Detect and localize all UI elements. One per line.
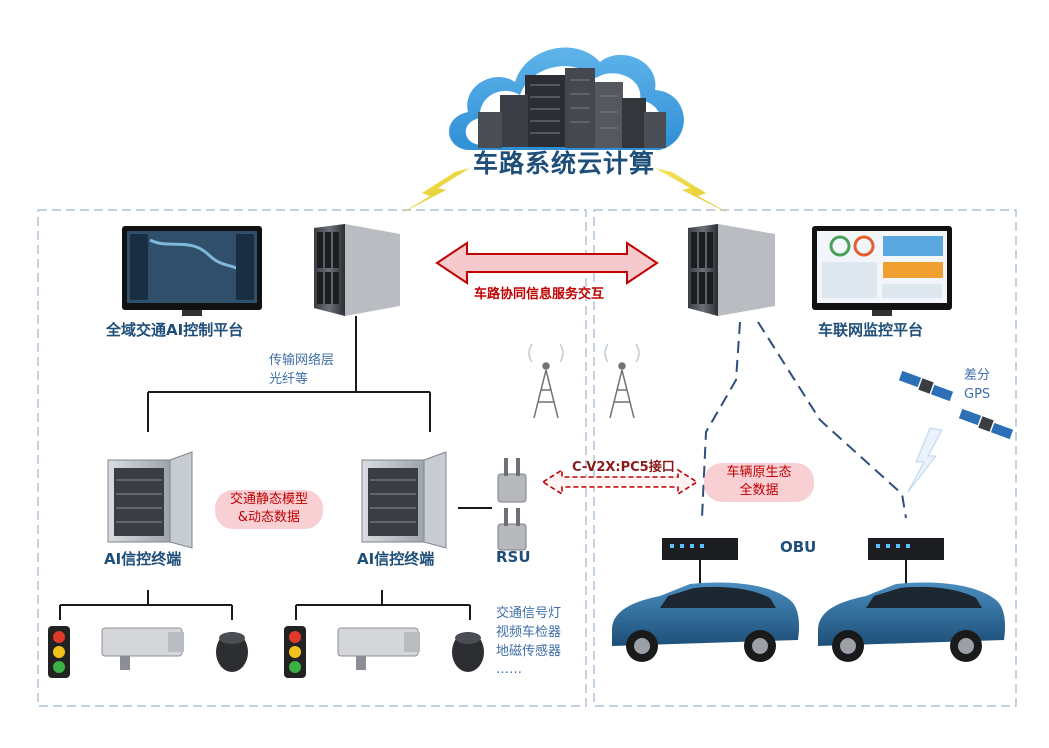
model-data-pill: 交通静态模型 &动态数据 bbox=[215, 490, 323, 529]
satellite-icon bbox=[898, 370, 954, 402]
terminal-label-1: AI信控终端 bbox=[104, 550, 182, 568]
magnetic-sensor-icon bbox=[452, 632, 484, 672]
vehicle-data-pill-line1: 车辆原生态 bbox=[726, 465, 792, 480]
lightning-icon bbox=[400, 168, 730, 214]
device-list-item: 地磁传感器 bbox=[496, 644, 562, 659]
lightning-icon bbox=[907, 427, 943, 493]
cabinet-icon bbox=[107, 451, 193, 549]
car-icon bbox=[818, 582, 1006, 662]
service-interaction-label: 车路协同信息服务交互 bbox=[474, 287, 605, 302]
right-zone-border bbox=[593, 209, 1017, 707]
network-layer-sub-label: 光纤等 bbox=[269, 372, 309, 387]
gps-label: 差分 bbox=[964, 368, 991, 383]
obu-label: OBU bbox=[780, 538, 817, 556]
model-data-pill-line2: &动态数据 bbox=[237, 510, 301, 525]
left-zone-border bbox=[37, 209, 587, 707]
rsu-label: RSU bbox=[496, 548, 531, 566]
device-list-item: 视频车检器 bbox=[496, 625, 562, 640]
cabinet-icon bbox=[361, 451, 447, 549]
car-icon bbox=[612, 582, 800, 662]
network-tree-lines bbox=[59, 316, 492, 620]
obu-device-icon bbox=[868, 538, 944, 584]
server-icon bbox=[688, 224, 775, 316]
network-layer-label: 传输网络层 bbox=[269, 353, 335, 368]
magnetic-sensor-icon bbox=[216, 632, 248, 672]
gps-sub-label: GPS bbox=[964, 387, 991, 402]
monitor-icon bbox=[812, 226, 952, 316]
pc5-double-arrow bbox=[541, 468, 699, 496]
vehicle-data-pill-line2: 全数据 bbox=[739, 483, 779, 498]
antenna-tower-icon bbox=[528, 343, 564, 419]
traffic-light-icon bbox=[284, 626, 306, 678]
terminal-label-2: AI信控终端 bbox=[357, 550, 435, 568]
right-platform-label: 车联网监控平台 bbox=[818, 321, 924, 339]
camera-icon bbox=[101, 627, 184, 670]
vehicle-data-pill: 车辆原生态 全数据 bbox=[704, 463, 814, 502]
service-double-arrow bbox=[435, 241, 659, 285]
camera-icon bbox=[337, 627, 420, 670]
left-platform-label: 全域交通AI控制平台 bbox=[106, 321, 244, 339]
device-list-item: …… bbox=[496, 662, 522, 677]
cloud-datacenter-icon bbox=[449, 47, 684, 151]
model-data-pill-line1: 交通静态模型 bbox=[229, 492, 308, 507]
pc5-interface-label: C-V2X:PC5接口 bbox=[572, 460, 675, 475]
device-list-item: 交通信号灯 bbox=[496, 606, 562, 621]
antenna-tower-icon bbox=[604, 343, 640, 419]
obu-device-icon bbox=[662, 538, 738, 584]
satellite-icon bbox=[958, 408, 1014, 440]
rsu-icon bbox=[497, 458, 527, 551]
monitor-icon bbox=[122, 226, 262, 316]
cloud-title: 车路系统云计算 bbox=[473, 149, 656, 178]
traffic-light-icon bbox=[48, 626, 70, 678]
server-icon bbox=[314, 224, 400, 316]
